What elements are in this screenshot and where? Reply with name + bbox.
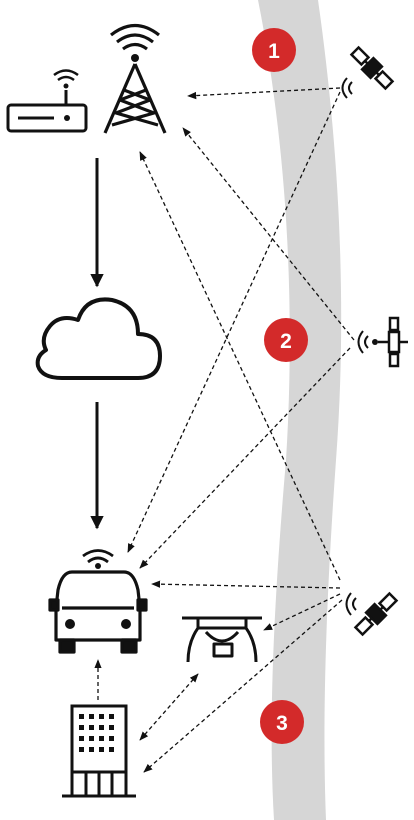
- link-building-to-drone: [139, 673, 199, 741]
- badge-1: 1: [252, 28, 296, 72]
- badge-3-circle: [260, 700, 304, 744]
- badge-2-number: 2: [280, 330, 292, 353]
- satellite-icon: [353, 591, 399, 637]
- badge-1-circle: [252, 28, 296, 72]
- link-sat1-to-car: [127, 91, 341, 553]
- signal-waves-icon: [345, 592, 357, 616]
- atmosphere-band: [258, 0, 342, 820]
- satellite-icon: [372, 316, 408, 368]
- link-sat3-to-tower: [139, 151, 341, 581]
- signal-waves-icon: [341, 77, 353, 99]
- badge-3: 3: [260, 700, 304, 744]
- link-sat3-to-drone: [263, 593, 341, 631]
- signal-waves-icon: [357, 330, 369, 354]
- link-sat3-to-car: [151, 580, 341, 589]
- satellite-icon: [349, 45, 395, 91]
- link-sat2-to-car: [139, 347, 351, 569]
- badge-3-number: 3: [276, 712, 288, 735]
- link-sat1-to-tower: [187, 87, 341, 100]
- building-icon: [62, 704, 136, 798]
- cell-tower-icon: [103, 23, 167, 134]
- cloud-icon: [35, 297, 162, 380]
- badge-2: 2: [264, 318, 308, 362]
- router-icon: [6, 69, 88, 133]
- badge-2-circle: [264, 318, 308, 362]
- link-sat3-to-building: [143, 599, 343, 773]
- link-sat2-to-tower: [182, 127, 355, 341]
- car-icon: [48, 549, 148, 654]
- drone-icon: [182, 616, 262, 663]
- badge-1-number: 1: [268, 40, 280, 63]
